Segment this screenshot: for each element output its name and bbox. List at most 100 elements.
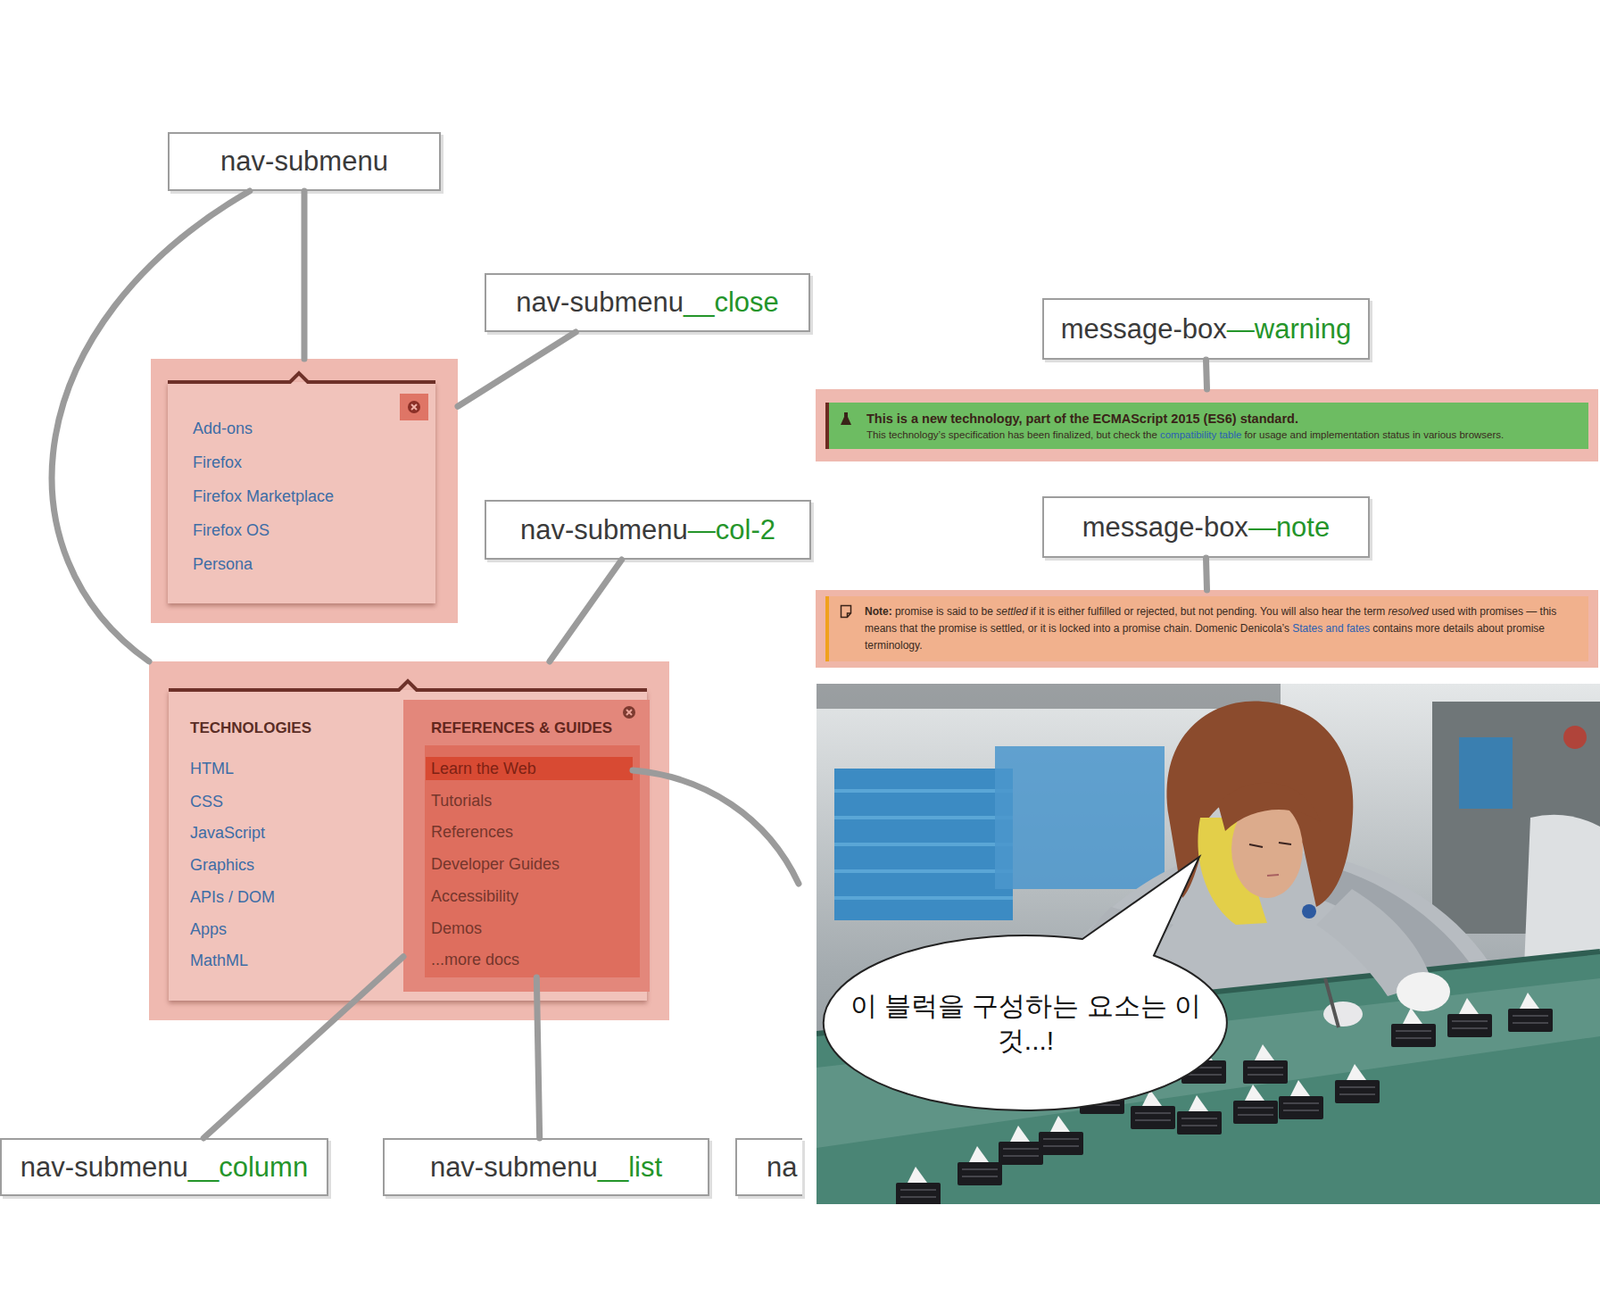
heat-sink	[1391, 1007, 1436, 1047]
message-title: This is a new technology, part of the EC…	[866, 409, 1580, 428]
close-icon	[621, 704, 637, 720]
pen	[1325, 978, 1339, 1028]
jacket-logo	[1301, 903, 1317, 919]
caret-line	[167, 373, 436, 382]
menu-link: Accessibility	[431, 886, 519, 906]
page-shape	[841, 605, 852, 618]
menu-link: MathML	[190, 950, 249, 970]
page-symbol	[839, 604, 853, 619]
leader-line	[457, 331, 576, 407]
message-body: Note:promise is said to besettledif it i…	[825, 596, 1589, 662]
close-cross	[411, 404, 417, 410]
leader-line	[1206, 359, 1208, 390]
close-button	[621, 704, 637, 723]
heat-sink	[998, 1125, 1044, 1165]
heat-sink	[1233, 1084, 1278, 1124]
message-run: resolved	[1388, 605, 1429, 618]
bubble-text: 이 블럭을 구성하는 요소는 이것...!	[847, 987, 1205, 1058]
heat-sink	[1334, 1063, 1380, 1103]
modifier-name: —warning	[1226, 313, 1352, 346]
caret-line	[168, 680, 647, 690]
block-name: na	[766, 1151, 797, 1184]
machinery-panel	[1459, 737, 1513, 809]
message-text: This technology’s specification has been…	[866, 427, 1580, 442]
submenu-panel: Add-onsFirefoxFirefox MarketplaceFirefox…	[150, 358, 458, 623]
menu-link: References	[431, 821, 514, 842]
class-name-label: nav-submenu	[167, 132, 441, 191]
block-name: nav-submenu	[520, 513, 689, 547]
message-run: This technology’s specification has been…	[866, 429, 1158, 440]
flask-icon	[839, 411, 853, 430]
modifier-name: —col-2	[688, 513, 776, 547]
bubble-shape	[823, 856, 1227, 1111]
close-circle	[407, 400, 421, 414]
heat-sink	[1508, 992, 1553, 1032]
modifier-name: —note	[1248, 511, 1330, 544]
class-name-label: message-box—note	[1042, 496, 1370, 558]
leader-line	[1206, 557, 1208, 590]
inline-link: compatibility table	[1160, 429, 1242, 440]
menu-link: Firefox	[192, 452, 242, 473]
flask-shape	[840, 412, 852, 425]
block-name: nav-submenu	[430, 1151, 598, 1184]
blue-crates-back	[994, 746, 1165, 889]
submenu-column: REFERENCES & GUIDES TutorialsReferencesDe…	[403, 699, 650, 992]
mouth	[1267, 874, 1279, 876]
heat-sink	[1278, 1079, 1324, 1120]
close-button	[399, 393, 429, 421]
panel-top-bar	[149, 661, 670, 701]
block-name: message-box	[1082, 511, 1249, 544]
menu-link: JavaScript	[190, 822, 266, 843]
hair-fringe	[1218, 782, 1321, 831]
menu-link: Firefox OS	[192, 520, 270, 540]
menu-link: Persona	[192, 554, 253, 574]
submenu-list: TutorialsReferencesDeveloper GuidesAcces…	[424, 745, 640, 978]
flask-symbol	[839, 411, 853, 426]
note-message-box: Note:promise is said to besettledif it i…	[815, 589, 1599, 668]
submenu-item: Learn the Web	[425, 756, 633, 780]
message-run: if it is either fulfilled or rejected, b…	[1030, 605, 1386, 618]
message-text: Note:promise is said to besettledif it i…	[864, 603, 1580, 655]
class-name-label: message-box—warning	[1042, 298, 1370, 360]
message-run: for usage and implementation status in v…	[1243, 429, 1504, 440]
block-name: nav-submenu	[20, 1151, 189, 1184]
class-name-label: nav-submenu__column	[0, 1137, 329, 1196]
message-body: This is a new technology, part of the EC…	[825, 402, 1589, 449]
leader-line	[51, 190, 250, 662]
leader-line	[301, 190, 308, 359]
menu-link: Graphics	[190, 854, 255, 875]
eyes	[1249, 842, 1292, 847]
menu-link: Firefox Marketplace	[192, 486, 334, 506]
inline-link: States and fates	[1292, 621, 1370, 635]
menu-link: Developer Guides	[431, 853, 560, 874]
menu-link: Add-ons	[192, 418, 253, 439]
menu-link: Demos	[431, 918, 482, 938]
panel-top-bar	[150, 358, 458, 398]
leader-line	[632, 770, 799, 884]
leader-line	[203, 956, 404, 1138]
heat-sink	[895, 1166, 941, 1204]
leader-line	[549, 559, 622, 662]
class-name-label: nav-submenu—col-2	[484, 499, 812, 560]
menu-link: Apps	[190, 919, 227, 939]
block-name: message-box	[1061, 313, 1227, 346]
close-cross	[626, 709, 632, 715]
heat-sink	[1038, 1115, 1084, 1155]
red-reel	[1563, 725, 1587, 749]
menu-link: APIs / DOM	[190, 887, 275, 907]
photo-background	[816, 683, 1600, 1204]
column-heading: REFERENCES & GUIDES	[431, 719, 613, 738]
menu-link: CSS	[190, 791, 224, 812]
heat-sink	[1447, 997, 1493, 1037]
speech-bubble: 이 블럭을 구성하는 요소는 이것...!	[821, 933, 1230, 1112]
bubble-outline	[821, 933, 1230, 1112]
menu-link: Tutorials	[431, 790, 492, 811]
hair-back	[1167, 701, 1354, 907]
crate-lines	[834, 790, 1013, 898]
pen-hand	[1323, 1001, 1363, 1027]
column-heading: TECHNOLOGIES	[190, 719, 312, 738]
block-name: nav-submenu	[220, 145, 389, 178]
heat-sink	[1177, 1094, 1222, 1135]
leader-line	[536, 977, 539, 1138]
